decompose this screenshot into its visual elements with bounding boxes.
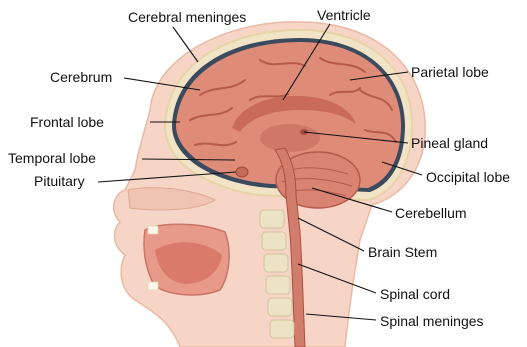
- label-temporal-lobe: Temporal lobe: [8, 150, 96, 166]
- label-cerebellum: Cerebellum: [395, 205, 467, 221]
- label-brain-stem: Brain Stem: [368, 244, 437, 260]
- label-spinal-meninges: Spinal meninges: [380, 313, 484, 329]
- label-ventricle: Ventricle: [317, 7, 371, 23]
- label-cerebrum: Cerebrum: [50, 69, 112, 85]
- label-pituitary: Pituitary: [34, 173, 85, 189]
- label-pineal-gland: Pineal gland: [411, 135, 488, 151]
- pituitary-shape: [236, 167, 248, 177]
- thalamus-shape: [260, 124, 320, 152]
- label-occipital-lobe: Occipital lobe: [426, 169, 510, 185]
- label-cerebral-meninges: Cerebral meninges: [128, 9, 246, 25]
- label-frontal-lobe: Frontal lobe: [30, 114, 104, 130]
- label-spinal-cord: Spinal cord: [380, 286, 450, 302]
- label-parietal-lobe: Parietal lobe: [411, 64, 489, 80]
